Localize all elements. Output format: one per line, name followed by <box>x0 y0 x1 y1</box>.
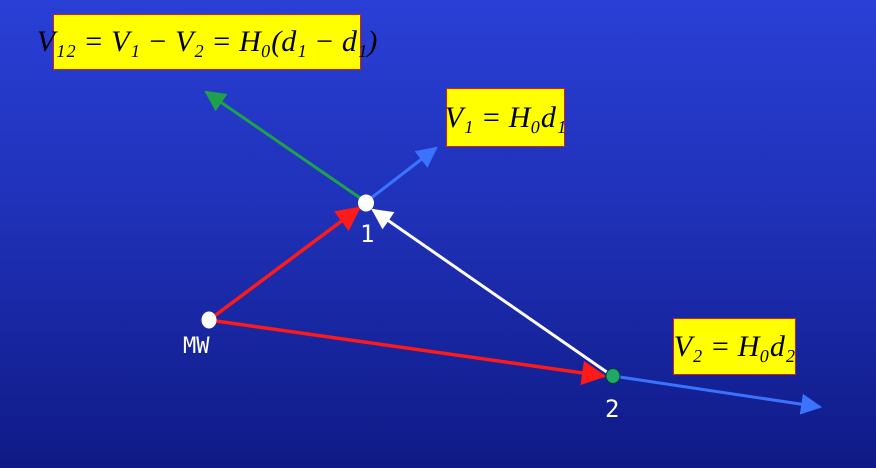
point-mw-label: MW <box>183 334 210 359</box>
point-1-marker <box>358 194 374 212</box>
equation-v2-text: V₂ = H₀d₂ <box>673 329 796 363</box>
equation-box-v12: V₁₂ = V₁ − V₂ = H₀(d₁ − d₁) <box>37 14 377 70</box>
point-1-label: 1 <box>360 220 375 248</box>
point-mw-marker <box>201 311 217 329</box>
v1-arrow <box>365 146 438 204</box>
d1-arrow <box>207 206 361 322</box>
equation-box-v2: V₂ = H₀d₂ <box>673 318 796 375</box>
point-2-marker <box>605 368 621 384</box>
point-2-label: 2 <box>605 395 620 423</box>
v12-arrow <box>204 90 367 204</box>
v2-arrow <box>612 374 823 415</box>
d2-arrow <box>208 318 607 386</box>
equation-v1-text: V₁ = H₀d₁ <box>444 100 567 134</box>
equation-box-v1: V₁ = H₀d₁ <box>444 88 567 147</box>
equation-v12-text: V₁₂ = V₁ − V₂ = H₀(d₁ − d₁) <box>36 25 378 58</box>
separation-arrow <box>371 208 612 377</box>
